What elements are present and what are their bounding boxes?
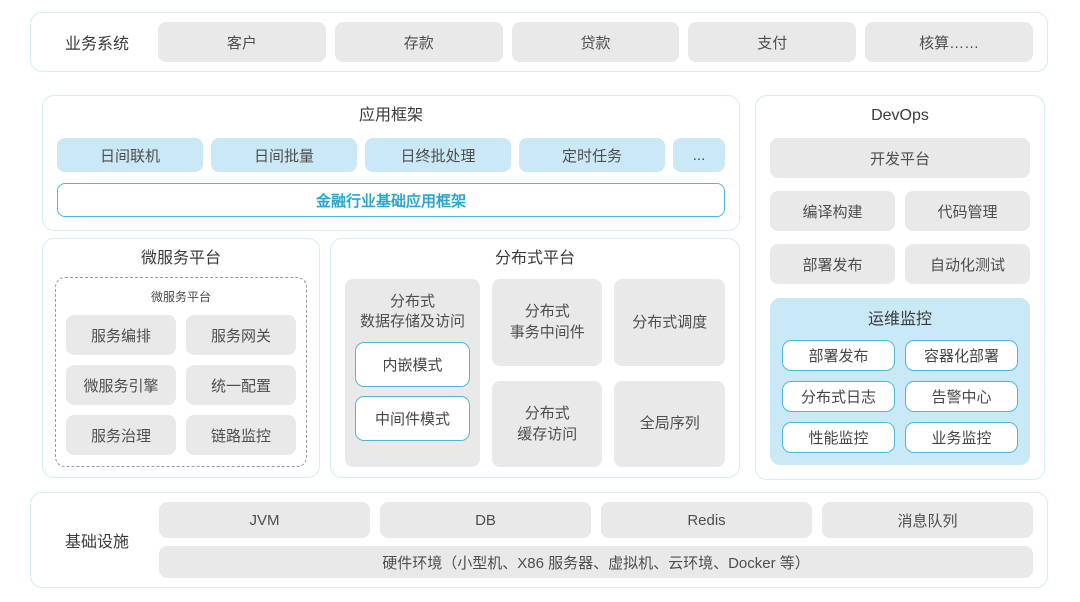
ops-container-deploy: 容器化部署 <box>905 340 1018 371</box>
devops-panel: DevOps 开发平台 编译构建 代码管理 部署发布 自动化测试 运维监控 部署… <box>755 95 1045 480</box>
ops-deploy-release: 部署发布 <box>782 340 895 371</box>
devops-title: DevOps <box>871 107 929 124</box>
infra-redis: Redis <box>601 502 812 538</box>
svc-unified-config: 统一配置 <box>186 365 296 405</box>
infrastructure-label: 基础设施 <box>64 534 129 551</box>
distributed-col: 分布式 事务中间件 分布式 缓存访问 <box>491 279 603 467</box>
app-framework-title: 应用框架 <box>358 107 423 124</box>
tool-compile-build: 编译构建 <box>770 191 895 231</box>
microservice-row: 服务治理 链路监控 <box>66 415 296 455</box>
business-item-payment: 支付 <box>688 22 857 62</box>
ops-monitor-title: 运维监控 <box>867 311 932 328</box>
distributed-platform-panel: 分布式平台 分布式 数据存储及访问 内嵌模式 中间件模式 分布式 事务中间件 分… <box>330 238 740 478</box>
infrastructure-row: JVM DB Redis 消息队列 <box>159 502 1033 538</box>
business-item-loan: 贷款 <box>511 22 680 62</box>
distributed-grid: 分布式 数据存储及访问 内嵌模式 中间件模式 分布式 事务中间件 分布式 缓存访… <box>345 279 726 467</box>
ops-distributed-logs: 分布式日志 <box>782 381 895 412</box>
devops-tools-row: 编译构建 代码管理 <box>770 191 1030 231</box>
distributed-storage-box: 分布式 数据存储及访问 内嵌模式 中间件模式 <box>345 279 480 467</box>
tool-code-management: 代码管理 <box>905 191 1030 231</box>
svc-gateway: 服务网关 <box>186 315 296 355</box>
finance-base-framework-box: 金融行业基础应用框架 <box>57 183 725 217</box>
distributed-scheduling: 分布式调度 <box>614 279 726 366</box>
business-systems-label: 业务系统 <box>64 36 129 53</box>
module-ellipsis: ... <box>673 138 725 172</box>
module-daytime-online: 日间联机 <box>57 138 203 172</box>
distributed-cache-access: 分布式 缓存访问 <box>491 380 603 467</box>
microservice-platform-title: 微服务平台 <box>140 250 221 267</box>
distributed-storage-label: 分布式 数据存储及访问 <box>359 293 465 331</box>
app-framework-modules: 日间联机 日间批量 日终批处理 定时任务 ... <box>57 138 725 172</box>
middleware-mode-box: 中间件模式 <box>355 395 470 441</box>
microservice-row: 服务编排 服务网关 <box>66 315 296 355</box>
business-item-accounting: 核算…… <box>865 22 1033 62</box>
infra-jvm: JVM <box>159 502 370 538</box>
ops-monitor-panel: 运维监控 部署发布 容器化部署 分布式日志 告警中心 性能监控 业务监控 <box>770 298 1030 465</box>
svc-engine: 微服务引擎 <box>66 365 176 405</box>
ops-alert-center: 告警中心 <box>905 381 1018 412</box>
microservice-inner-group: 微服务平台 服务编排 服务网关 微服务引擎 统一配置 服务治理 链路监控 <box>55 277 307 467</box>
global-sequence: 全局序列 <box>614 380 726 467</box>
microservice-platform-panel: 微服务平台 微服务平台 服务编排 服务网关 微服务引擎 统一配置 服务治理 链路… <box>42 238 320 478</box>
dev-platform-box: 开发平台 <box>770 138 1030 178</box>
infra-db: DB <box>380 502 591 538</box>
module-scheduled-task: 定时任务 <box>519 138 665 172</box>
devops-tools-row: 部署发布 自动化测试 <box>770 244 1030 284</box>
distributed-platform-title: 分布式平台 <box>494 250 575 267</box>
infra-message-queue: 消息队列 <box>822 502 1033 538</box>
business-item-customer: 客户 <box>158 22 326 62</box>
ops-monitor-row: 分布式日志 告警中心 <box>782 381 1018 412</box>
embedded-mode-box: 内嵌模式 <box>355 341 470 387</box>
microservice-row: 微服务引擎 统一配置 <box>66 365 296 405</box>
app-framework-panel: 应用框架 日间联机 日间批量 日终批处理 定时任务 ... 金融行业基础应用框架 <box>42 95 740 231</box>
microservice-inner-label: 微服务平台 <box>150 290 211 304</box>
business-systems-panel: 业务系统 客户 存款 贷款 支付 核算…… <box>30 12 1048 72</box>
module-eod-batch: 日终批处理 <box>365 138 511 172</box>
hardware-environment-box: 硬件环境（小型机、X86 服务器、虚拟机、云环境、Docker 等） <box>159 546 1033 578</box>
tool-deploy-release: 部署发布 <box>770 244 895 284</box>
distributed-col: 分布式调度 全局序列 <box>614 279 726 467</box>
infrastructure-panel: 基础设施 JVM DB Redis 消息队列 硬件环境（小型机、X86 服务器、… <box>30 492 1048 588</box>
business-item-deposit: 存款 <box>334 22 503 62</box>
ops-monitor-row: 性能监控 业务监控 <box>782 422 1018 453</box>
ops-business-monitor: 业务监控 <box>905 422 1018 453</box>
ops-monitor-row: 部署发布 容器化部署 <box>782 340 1018 371</box>
distributed-transaction-middleware: 分布式 事务中间件 <box>491 279 603 366</box>
svc-governance: 服务治理 <box>66 415 176 455</box>
infrastructure-content: JVM DB Redis 消息队列 硬件环境（小型机、X86 服务器、虚拟机、云… <box>159 502 1033 578</box>
module-daytime-batch: 日间批量 <box>211 138 357 172</box>
svc-trace-monitor: 链路监控 <box>186 415 296 455</box>
svc-orchestration: 服务编排 <box>66 315 176 355</box>
tool-automated-testing: 自动化测试 <box>905 244 1030 284</box>
ops-performance-monitor: 性能监控 <box>782 422 895 453</box>
